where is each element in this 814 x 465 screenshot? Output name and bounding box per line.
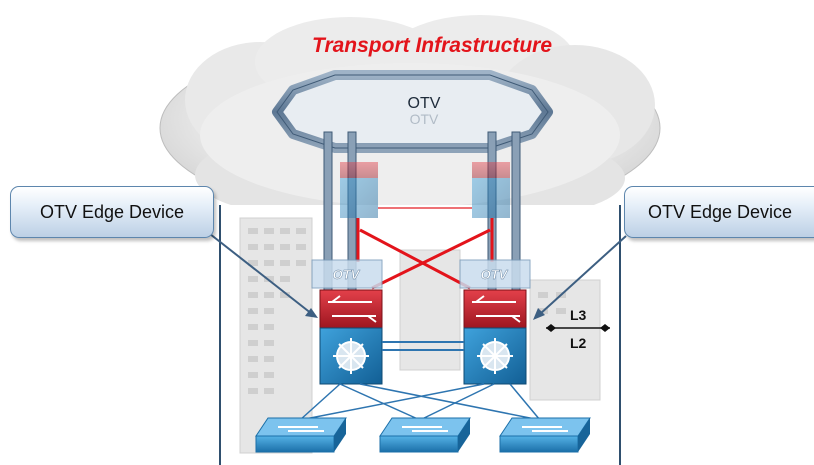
l3-l2-boundary: L3 L2 bbox=[546, 307, 610, 351]
diagram-title: Transport Infrastructure bbox=[312, 34, 552, 57]
callout-label: OTV Edge Device bbox=[39, 201, 185, 222]
callout-label: OTV Edge Device bbox=[647, 201, 793, 222]
otv-overlay-ring: OTV OTV bbox=[272, 70, 553, 153]
edge-device-callout-right: OTV Edge Device bbox=[624, 186, 814, 238]
otv-interface-right: OTV bbox=[459, 259, 531, 289]
callout-pointer-left bbox=[209, 233, 318, 318]
otv-interface-label: OTV bbox=[333, 267, 361, 282]
core-switch-left bbox=[340, 162, 378, 218]
building-windows bbox=[248, 228, 566, 394]
edge-device-callout-left: OTV Edge Device bbox=[10, 186, 214, 238]
red-cross-links bbox=[356, 218, 494, 290]
otv-ring-label-reflection: OTV bbox=[410, 111, 439, 127]
otv-interface-left: OTV bbox=[311, 259, 383, 289]
edge-device-right bbox=[463, 289, 527, 385]
l2-label: L2 bbox=[570, 335, 587, 351]
otv-interface-label: OTV bbox=[481, 267, 509, 282]
access-switch bbox=[499, 417, 591, 453]
access-switch bbox=[255, 417, 347, 453]
otv-ring-label: OTV bbox=[408, 95, 441, 112]
core-switch-right bbox=[472, 162, 510, 218]
callout-pointer-right bbox=[533, 235, 627, 320]
access-switch bbox=[379, 417, 471, 453]
edge-device-left bbox=[319, 289, 383, 385]
l3-label: L3 bbox=[570, 307, 587, 323]
access-links bbox=[299, 383, 541, 421]
edge-interlinks bbox=[382, 341, 464, 351]
